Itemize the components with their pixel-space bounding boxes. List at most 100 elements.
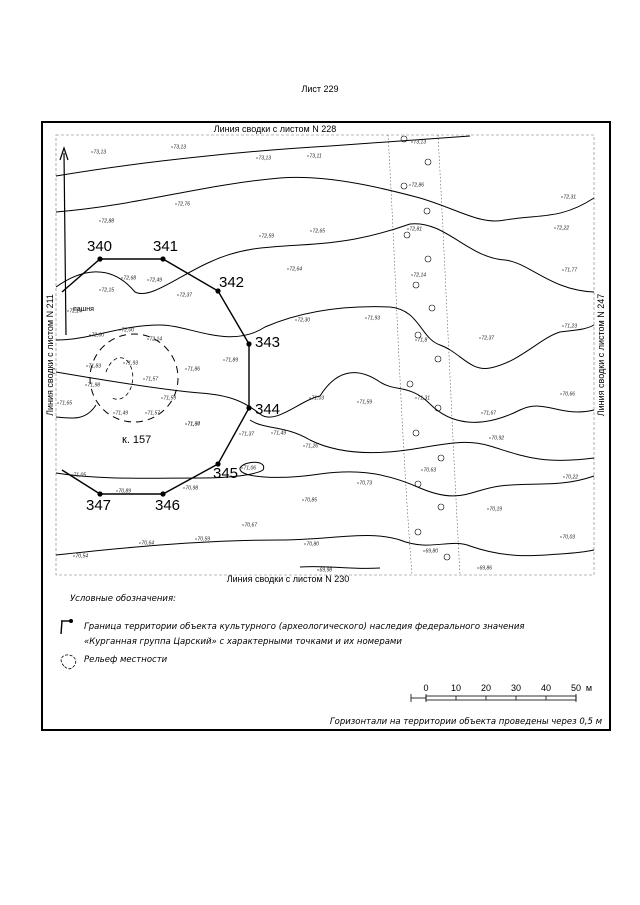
spot-elevation-dot bbox=[147, 279, 149, 281]
spot-elevation-label: 71,67 bbox=[484, 411, 497, 417]
spot-elevation-dot bbox=[71, 474, 73, 476]
spot-elevation-dot bbox=[241, 467, 243, 469]
spot-elevation-dot bbox=[409, 184, 411, 186]
spot-elevation-dot bbox=[365, 317, 367, 319]
spot-elevation-label: 70,22 bbox=[566, 475, 579, 481]
boundary-point-numbers: 340 341 342 343 344 345 346 347 bbox=[86, 238, 280, 514]
spot-elevation-dot bbox=[116, 490, 118, 492]
spot-elevation-dot bbox=[139, 542, 141, 544]
legend-boundary-line2: «Курганная группа Царский» с характерным… bbox=[84, 637, 402, 647]
scale-tick-10: 10 bbox=[451, 683, 461, 693]
spot-elevation-label: 72,65 bbox=[313, 229, 326, 235]
spot-elevation-dot bbox=[143, 378, 145, 380]
spot-elevation-label: 71,49 bbox=[274, 431, 287, 437]
spot-elevation-label: 72,00 bbox=[122, 328, 135, 334]
spot-elevation-dot bbox=[415, 397, 417, 399]
spot-elevation-dot bbox=[73, 555, 75, 557]
spot-elevation-dot bbox=[357, 401, 359, 403]
spot-elevation-label: 72,14 bbox=[414, 273, 427, 279]
spot-elevation-label: 71,93 bbox=[368, 316, 381, 322]
scale-tick-0: 0 bbox=[423, 683, 428, 693]
boundary-vertices bbox=[97, 256, 252, 497]
point-342-label: 342 bbox=[219, 274, 244, 291]
spot-elevation-dot bbox=[177, 294, 179, 296]
spot-elevation-label: 72,88 bbox=[102, 219, 115, 225]
spot-elevation-dot bbox=[303, 445, 305, 447]
spot-elevation-label: 70,59 bbox=[198, 537, 211, 543]
contour-lines bbox=[55, 135, 595, 569]
spot-elevation-dot bbox=[287, 268, 289, 270]
road-edge-right bbox=[437, 134, 461, 576]
spot-elevation-dot bbox=[89, 334, 91, 336]
spot-elevation-dot bbox=[563, 476, 565, 478]
spot-elevation-dot bbox=[67, 310, 69, 312]
spot-elevation-dot bbox=[561, 196, 563, 198]
spot-elevation-dot bbox=[562, 325, 564, 327]
spot-elevation-label: 71,30 bbox=[188, 422, 201, 428]
spot-elevation-label: 72,15 bbox=[102, 288, 115, 294]
spot-elevation-dot bbox=[415, 339, 417, 341]
spot-elevation-dot bbox=[99, 289, 101, 291]
point-341-label: 341 bbox=[153, 238, 178, 255]
spot-elevation-dot bbox=[411, 141, 413, 143]
spot-elevation-dot bbox=[423, 550, 425, 552]
spot-elevation-label: 71,05 bbox=[74, 473, 87, 479]
spot-elevation-label: 69,80 bbox=[426, 549, 439, 555]
spot-elevation-label: 70,64 bbox=[142, 541, 155, 547]
spot-elevation-label: 72,37 bbox=[482, 336, 495, 342]
spot-elevation-label: 70,03 bbox=[563, 535, 576, 541]
scale-tick-30: 30 bbox=[511, 683, 521, 693]
spot-elevation-label: 72,49 bbox=[150, 278, 163, 284]
heritage-boundary-line bbox=[61, 258, 250, 495]
spot-elevation-label: 71,57 bbox=[188, 422, 201, 428]
spot-elevation-label: 72,76 bbox=[178, 202, 191, 208]
sheet-title: Лист 229 bbox=[301, 84, 339, 94]
spot-elevation-label: 72,14 bbox=[150, 337, 163, 343]
spot-elevation-dot bbox=[119, 329, 121, 331]
spot-elevation-dot bbox=[487, 508, 489, 510]
spot-elevation-label: 72,81 bbox=[410, 227, 423, 233]
spot-elevation-label: 70,63 bbox=[424, 468, 437, 474]
arable-land-label: пашня bbox=[73, 306, 94, 313]
spot-elevation-label: 72,86 bbox=[412, 183, 425, 189]
spot-elevation-label: 71,59 bbox=[164, 396, 177, 402]
spot-elevation-label: 71,37 bbox=[242, 432, 255, 438]
spot-elevation-label: 72,68 bbox=[124, 276, 137, 282]
spot-elevation-dot bbox=[489, 437, 491, 439]
spot-elevation-label: 71,65 bbox=[60, 401, 73, 407]
spot-elevation-dot bbox=[91, 151, 93, 153]
spot-elevation-dot bbox=[86, 365, 88, 367]
spot-elevation-label: 71,86 bbox=[188, 367, 201, 373]
scale-bar: 0 10 20 30 40 50 м bbox=[410, 683, 592, 702]
spot-elevation-dot bbox=[562, 269, 564, 271]
spot-elevation-label: 71,57 bbox=[148, 411, 161, 417]
spot-elevation-dot bbox=[411, 274, 413, 276]
spot-elevation-label: 73,13 bbox=[259, 156, 272, 162]
spot-elevation-label: 71,23 bbox=[565, 324, 578, 330]
spot-elevation-label: 72,24 bbox=[70, 309, 83, 315]
spot-elevation-label: 70,89 bbox=[119, 489, 132, 495]
spot-elevation-label: 70,67 bbox=[245, 523, 258, 529]
legend-relief: Рельеф местности bbox=[84, 655, 168, 665]
spot-elevation-dot bbox=[477, 567, 479, 569]
spot-elevation-dot bbox=[85, 384, 87, 386]
spot-elevation-label: 72,37 bbox=[180, 293, 193, 299]
kurgan-label: к. 157 bbox=[122, 434, 151, 446]
spot-elevation-label: 70,92 bbox=[492, 436, 505, 442]
north-arrow-icon bbox=[59, 146, 69, 336]
join-line-bottom: Линия сводки с листом N 230 bbox=[227, 574, 350, 584]
spot-elevation-dot bbox=[259, 235, 261, 237]
join-line-left: Линия сводки с листом N 211 bbox=[45, 294, 55, 416]
spot-elevation-dot bbox=[242, 524, 244, 526]
spot-elevation-label: 70,54 bbox=[76, 554, 89, 560]
spot-elevation-dot bbox=[307, 155, 309, 157]
spot-elevation-label: 72,00 bbox=[92, 333, 105, 339]
spot-elevation-label: 70,73 bbox=[360, 481, 373, 487]
spot-elevation-dot bbox=[147, 338, 149, 340]
spot-elevation-dot bbox=[407, 228, 409, 230]
spot-elevation-dot bbox=[175, 203, 177, 205]
spot-elevation-dot bbox=[161, 397, 163, 399]
spot-elevation-dot bbox=[304, 543, 306, 545]
spot-elevation-dot bbox=[185, 423, 187, 425]
